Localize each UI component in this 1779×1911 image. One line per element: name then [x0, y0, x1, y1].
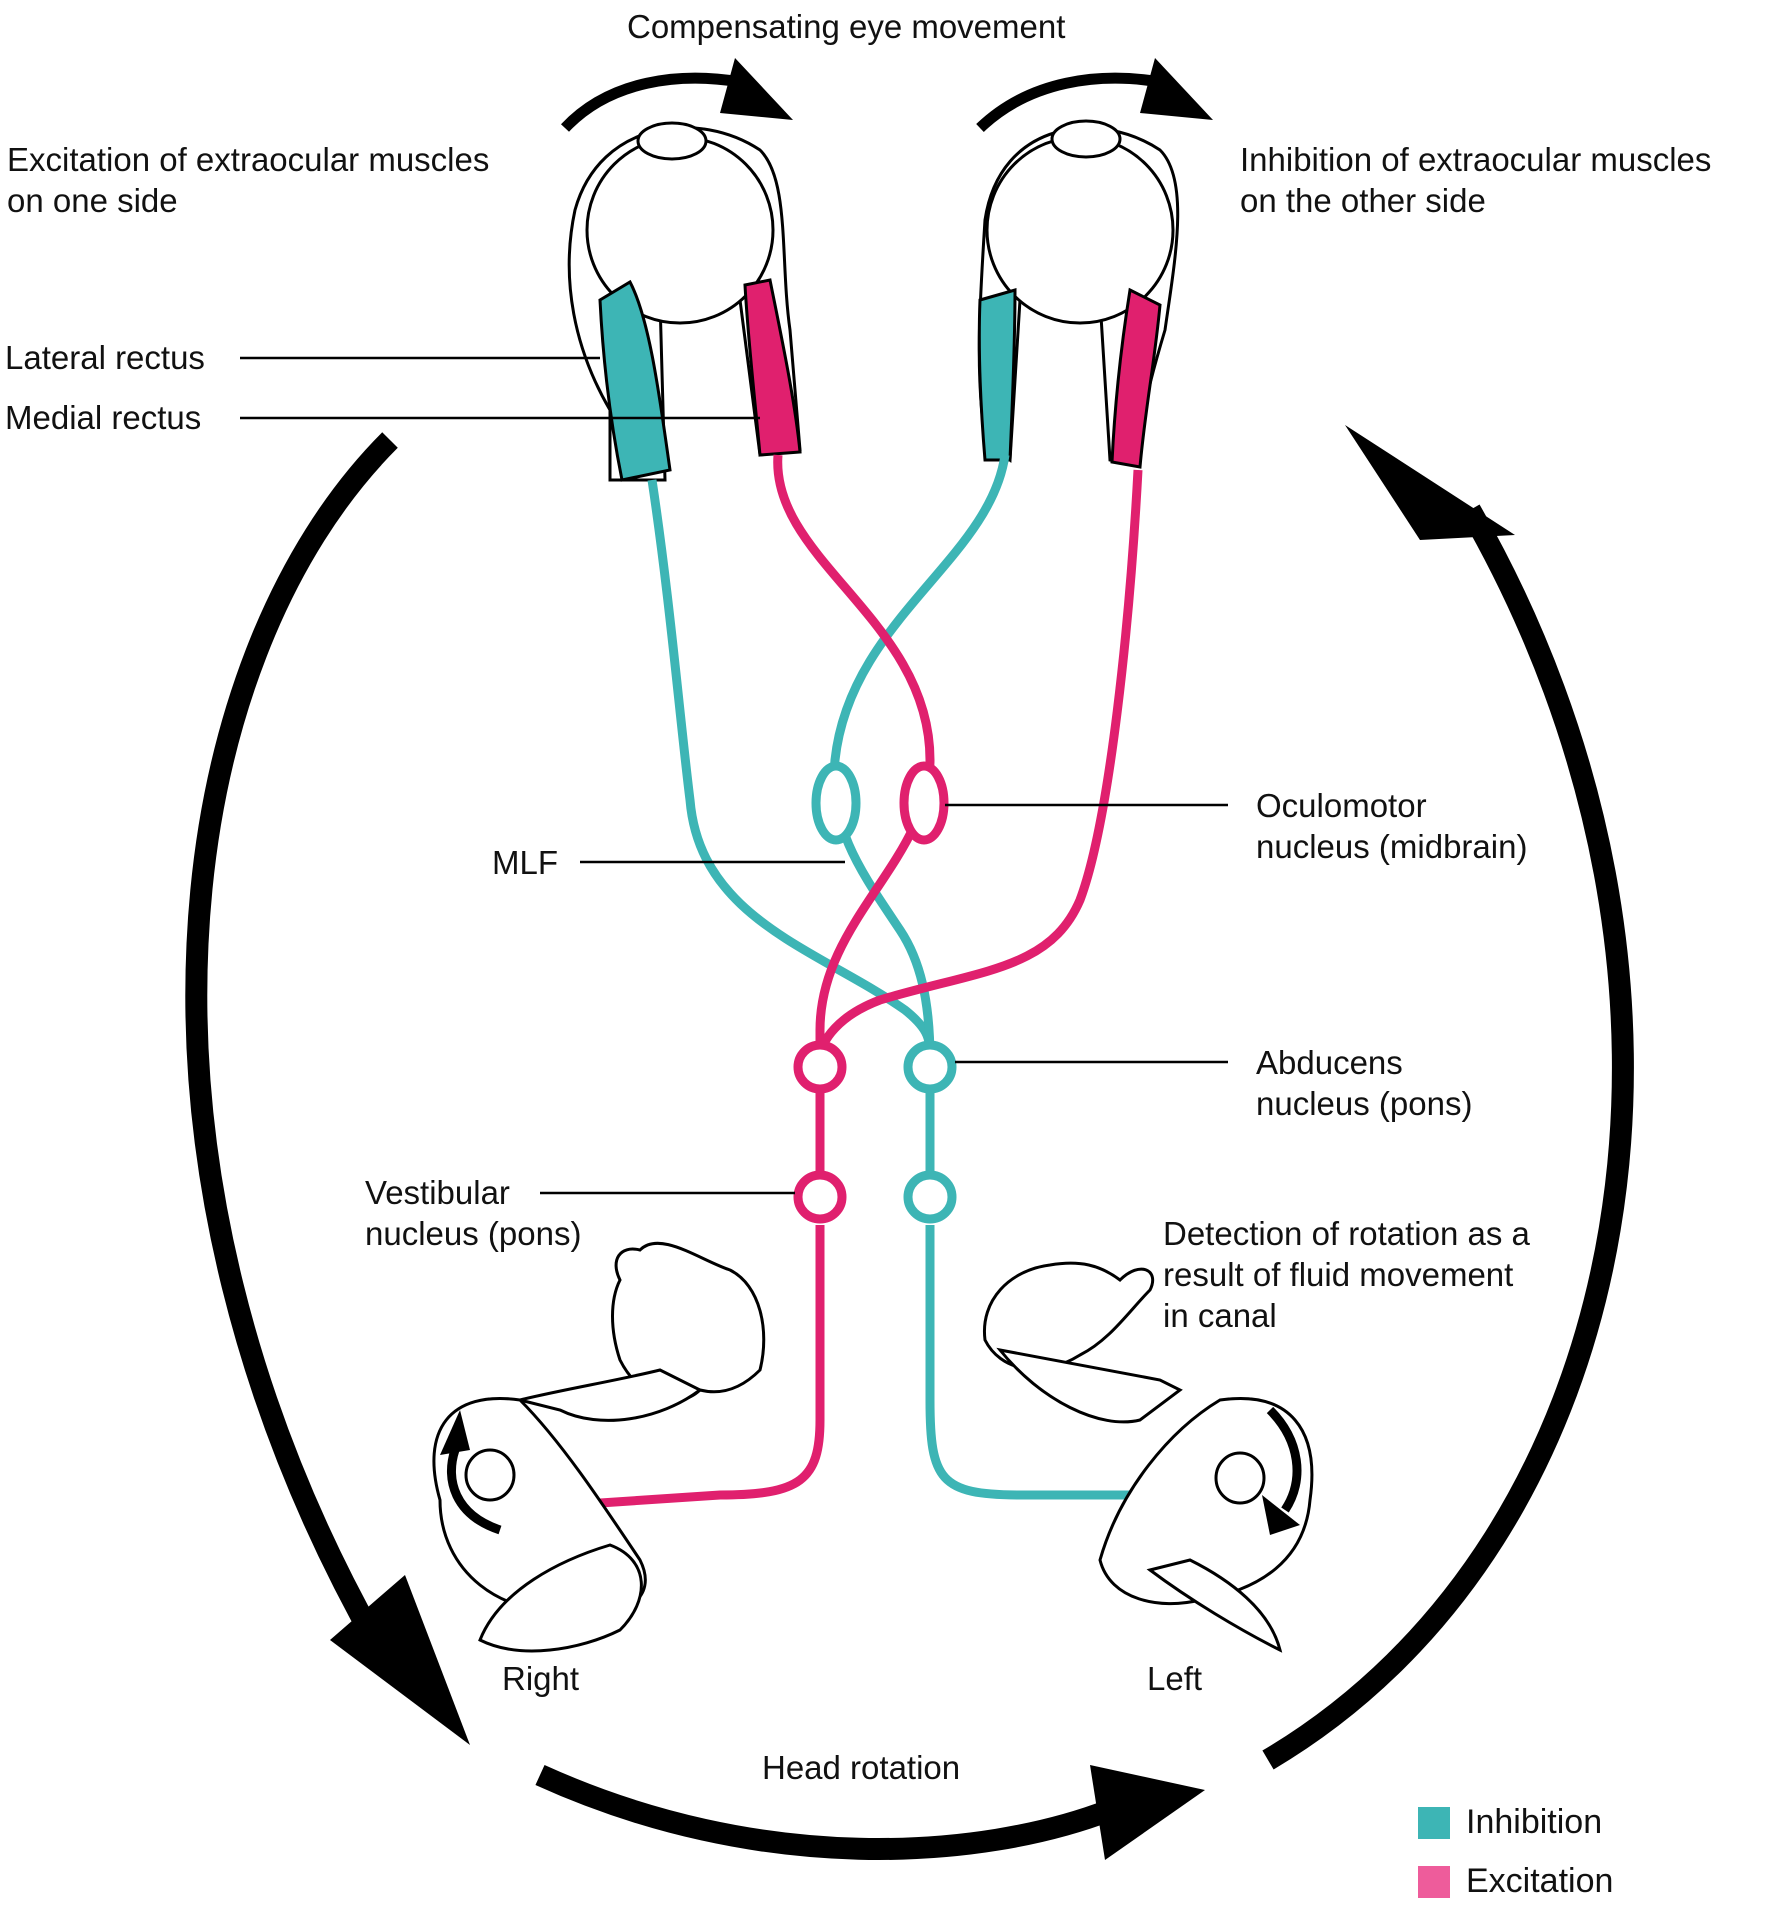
compensating-eye-movement-label: Compensating eye movement: [627, 8, 1066, 45]
right-inner-ear: [432, 1241, 766, 1653]
lateral-rectus-label: Lateral rectus: [5, 339, 205, 376]
vestibular-line-1: Vestibular: [365, 1174, 510, 1211]
abducens-line-2: nucleus (pons): [1256, 1085, 1473, 1122]
right-loop-arrow: [1262, 504, 1634, 1770]
left-ear-rotation-arrow: [1262, 1406, 1302, 1535]
detection-line-3: in canal: [1163, 1297, 1277, 1334]
right-loop-arrowhead: [1345, 425, 1515, 540]
bottom-arrow: [535, 1764, 1114, 1860]
legend-swatch-excitation: [1418, 1866, 1450, 1898]
abducens-line-1: Abducens: [1256, 1044, 1403, 1081]
medial-rectus-label: Medial rectus: [5, 399, 202, 436]
oculomotor-line-1: Oculomotor: [1256, 787, 1427, 824]
left-loop-arrow: [185, 432, 398, 1656]
detection-label: Detection of rotation as a result of flu…: [1163, 1213, 1530, 1336]
mlf-label: MLF: [492, 844, 558, 881]
detection-line-2: result of fluid movement: [1163, 1256, 1514, 1293]
vestibular-nucleus-left: [793, 1170, 847, 1224]
vestibular-nucleus-right: [903, 1170, 957, 1224]
oculomotor-line-2: nucleus (midbrain): [1256, 828, 1528, 865]
left-eye-medial-rectus: [977, 288, 1017, 462]
nuclei: [793, 761, 957, 1224]
oculomotor-nucleus-left: [811, 761, 861, 845]
legend-inhibition-label: Inhibition: [1466, 1803, 1603, 1841]
abducens-nucleus-left: [793, 1040, 847, 1094]
detection-line-1: Detection of rotation as a: [1163, 1215, 1530, 1252]
right-eye-medial-rectus: [743, 278, 802, 457]
right-eye: [567, 121, 802, 482]
excitation-side-line-2: on one side: [7, 182, 178, 219]
compensating-eye-arrows: [560, 58, 1213, 132]
vestibular-line-2: nucleus (pons): [365, 1215, 582, 1252]
left-eye: [977, 119, 1180, 469]
right-ear-rotation-arrow: [440, 1410, 502, 1535]
legend-swatch-inhibition: [1418, 1807, 1450, 1839]
head-rotation-label: Head rotation: [762, 1749, 961, 1786]
oculomotor-nucleus-label: Oculomotor nucleus (midbrain): [1256, 785, 1527, 867]
oculomotor-nucleus-right: [899, 761, 949, 845]
legend-excitation-label: Excitation: [1466, 1862, 1614, 1900]
inhibition-side-line-1: Inhibition of extraocular muscles: [1240, 141, 1712, 178]
head-rotation-cycle-arrows: [185, 425, 1634, 1860]
inhibition-path-to-right-lateral: [647, 479, 935, 1061]
excitation-side-label: Excitation of extraocular muscles on one…: [7, 139, 489, 221]
excitation-side-line-1: Excitation of extraocular muscles: [7, 141, 490, 178]
abducens-nucleus-label: Abducens nucleus (pons): [1256, 1042, 1472, 1124]
excitation-path-to-left-lateral: [815, 469, 1143, 1061]
inhibition-side-line-2: on the other side: [1240, 182, 1486, 219]
left-ear-label: Left: [1147, 1660, 1203, 1697]
abducens-nucleus-right: [903, 1040, 957, 1094]
right-ear-label: Right: [502, 1660, 580, 1697]
excitation-path-to-right-medial: [773, 454, 935, 1060]
left-inner-ear: [982, 1261, 1314, 1653]
leader-lines: [240, 356, 1228, 1195]
left-loop-arrowhead: [330, 1575, 470, 1745]
vestibular-nucleus-label: Vestibular nucleus (pons): [365, 1172, 581, 1254]
bottom-arrowhead: [1090, 1765, 1205, 1860]
inhibition-side-label: Inhibition of extraocular muscles on the…: [1240, 139, 1711, 221]
right-eye-lateral-rectus: [598, 279, 672, 482]
left-eye-lateral-rectus: [1110, 287, 1162, 469]
